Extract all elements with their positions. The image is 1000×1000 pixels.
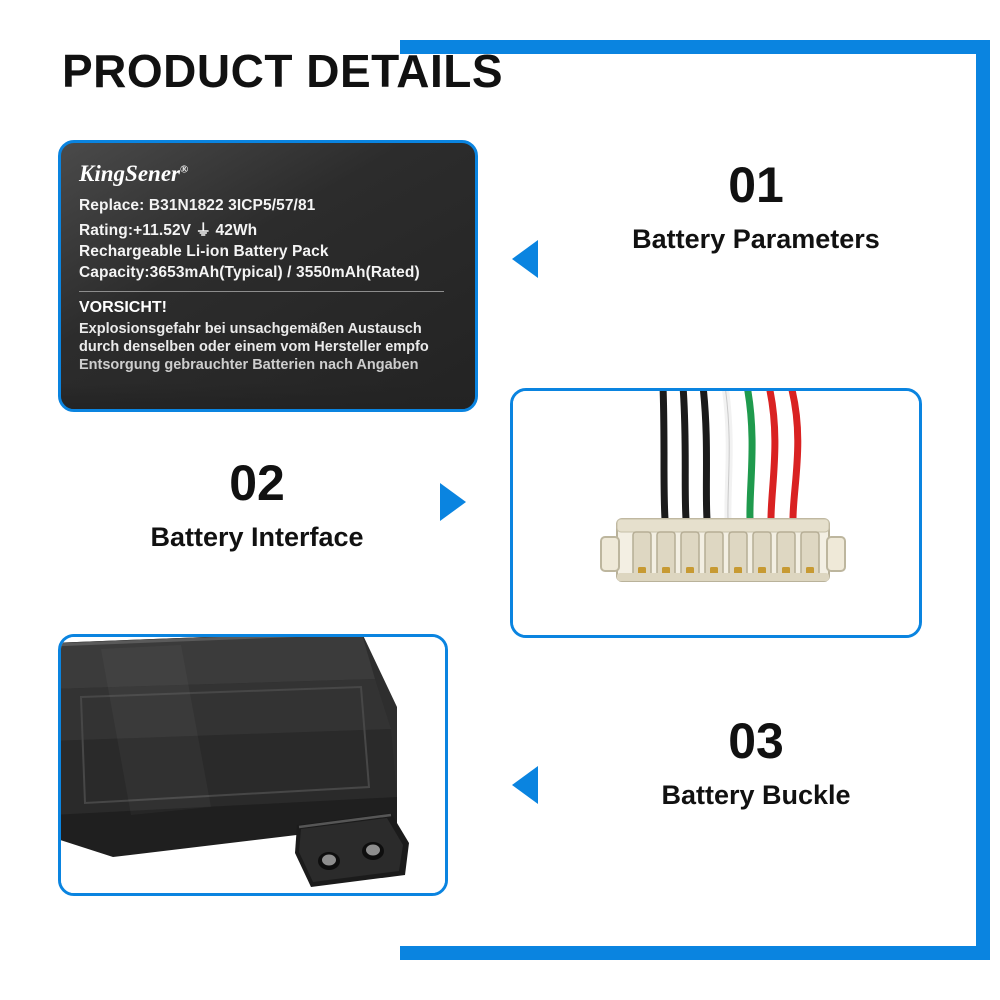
warning-line-1: Explosionsgefahr bei unsachgemäßen Austa… — [79, 321, 422, 337]
battery-connector-photo — [510, 388, 922, 638]
arrow-left-icon — [512, 766, 538, 804]
callout-02: 02 Battery Interface — [92, 458, 422, 553]
spec-line-replace: Replace: B31N1822 3ICP5/57/81 — [79, 197, 316, 214]
arrow-left-icon — [512, 240, 538, 278]
spec-line-capacity: Capacity:3653mAh(Typical) / 3550mAh(Rate… — [79, 264, 420, 281]
callout-03: 03 Battery Buckle — [560, 716, 952, 811]
label-bottom-fade — [61, 383, 475, 409]
callout-number: 01 — [728, 157, 784, 213]
frame-top-bar — [400, 40, 990, 54]
warning-line-3: Entsorgung gebrauchter Batterien nach An… — [79, 357, 419, 374]
callout-label: Battery Interface — [150, 522, 364, 552]
callout-label: Battery Parameters — [632, 224, 880, 254]
buckle-illustration — [61, 637, 445, 893]
frame-bottom-bar — [400, 946, 990, 960]
page-title: PRODUCT DETAILS — [62, 45, 504, 97]
battery-label-photo: KingSener® Replace: B31N1822 3ICP5/57/81… — [58, 140, 478, 412]
callout-01: 01 Battery Parameters — [560, 160, 952, 255]
warning-title: VORSICHT! — [79, 299, 167, 316]
callout-number: 02 — [229, 455, 285, 511]
battery-buckle-photo — [58, 634, 448, 896]
callout-label: Battery Buckle — [661, 780, 851, 810]
label-divider — [79, 291, 444, 292]
brand-name: KingSener® — [79, 161, 189, 186]
frame-right-bar — [976, 40, 990, 960]
warning-line-2: durch denselben oder einem vom Herstelle… — [79, 339, 429, 356]
arrow-right-icon — [440, 483, 466, 521]
registered-mark-icon: ® — [179, 163, 189, 176]
callout-number: 03 — [728, 713, 784, 769]
connector-illustration — [513, 391, 919, 635]
spec-line-rating: Rating:+11.52V ⏚ 42Wh — [79, 222, 258, 239]
spec-line-type: Rechargeable Li-ion Battery Pack — [79, 243, 329, 260]
